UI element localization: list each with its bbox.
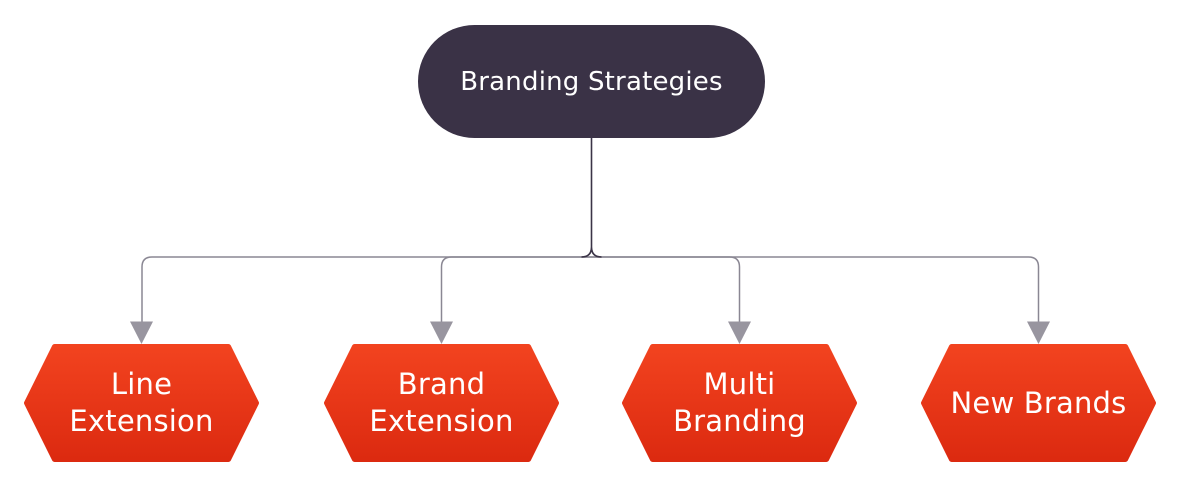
arrow-down-icon xyxy=(430,321,453,344)
child-node-label-multi-branding: Multi Branding xyxy=(673,367,806,438)
arrowheads xyxy=(130,321,1050,344)
connector-stem xyxy=(581,138,602,258)
root-node: Branding Strategies xyxy=(418,25,765,138)
arrow-down-icon xyxy=(1027,321,1050,344)
child-node-label-line-extension: Line Extension xyxy=(69,367,214,438)
root-node-label: Branding Strategies xyxy=(460,66,723,97)
connector-branch-brand-extension xyxy=(440,256,592,322)
connector-branch-multi-branding xyxy=(591,256,741,322)
arrow-down-icon xyxy=(130,321,153,344)
hexagon-shape-line-extension xyxy=(24,344,259,462)
child-node-label-brand-extension: Brand Extension xyxy=(369,367,514,438)
child-node-label-new-brands: New Brands xyxy=(950,385,1127,420)
hexagon-shape-multi-branding xyxy=(622,344,857,462)
hexagon-shape-new-brands xyxy=(921,344,1156,462)
connector-branch-new-brands xyxy=(591,256,1040,322)
hexagon-shape-brand-extension xyxy=(324,344,559,462)
connector-branch-line-extension xyxy=(141,256,592,322)
arrow-down-icon xyxy=(728,321,751,344)
connector-branches xyxy=(141,256,1040,322)
child-nodes xyxy=(24,344,1156,462)
